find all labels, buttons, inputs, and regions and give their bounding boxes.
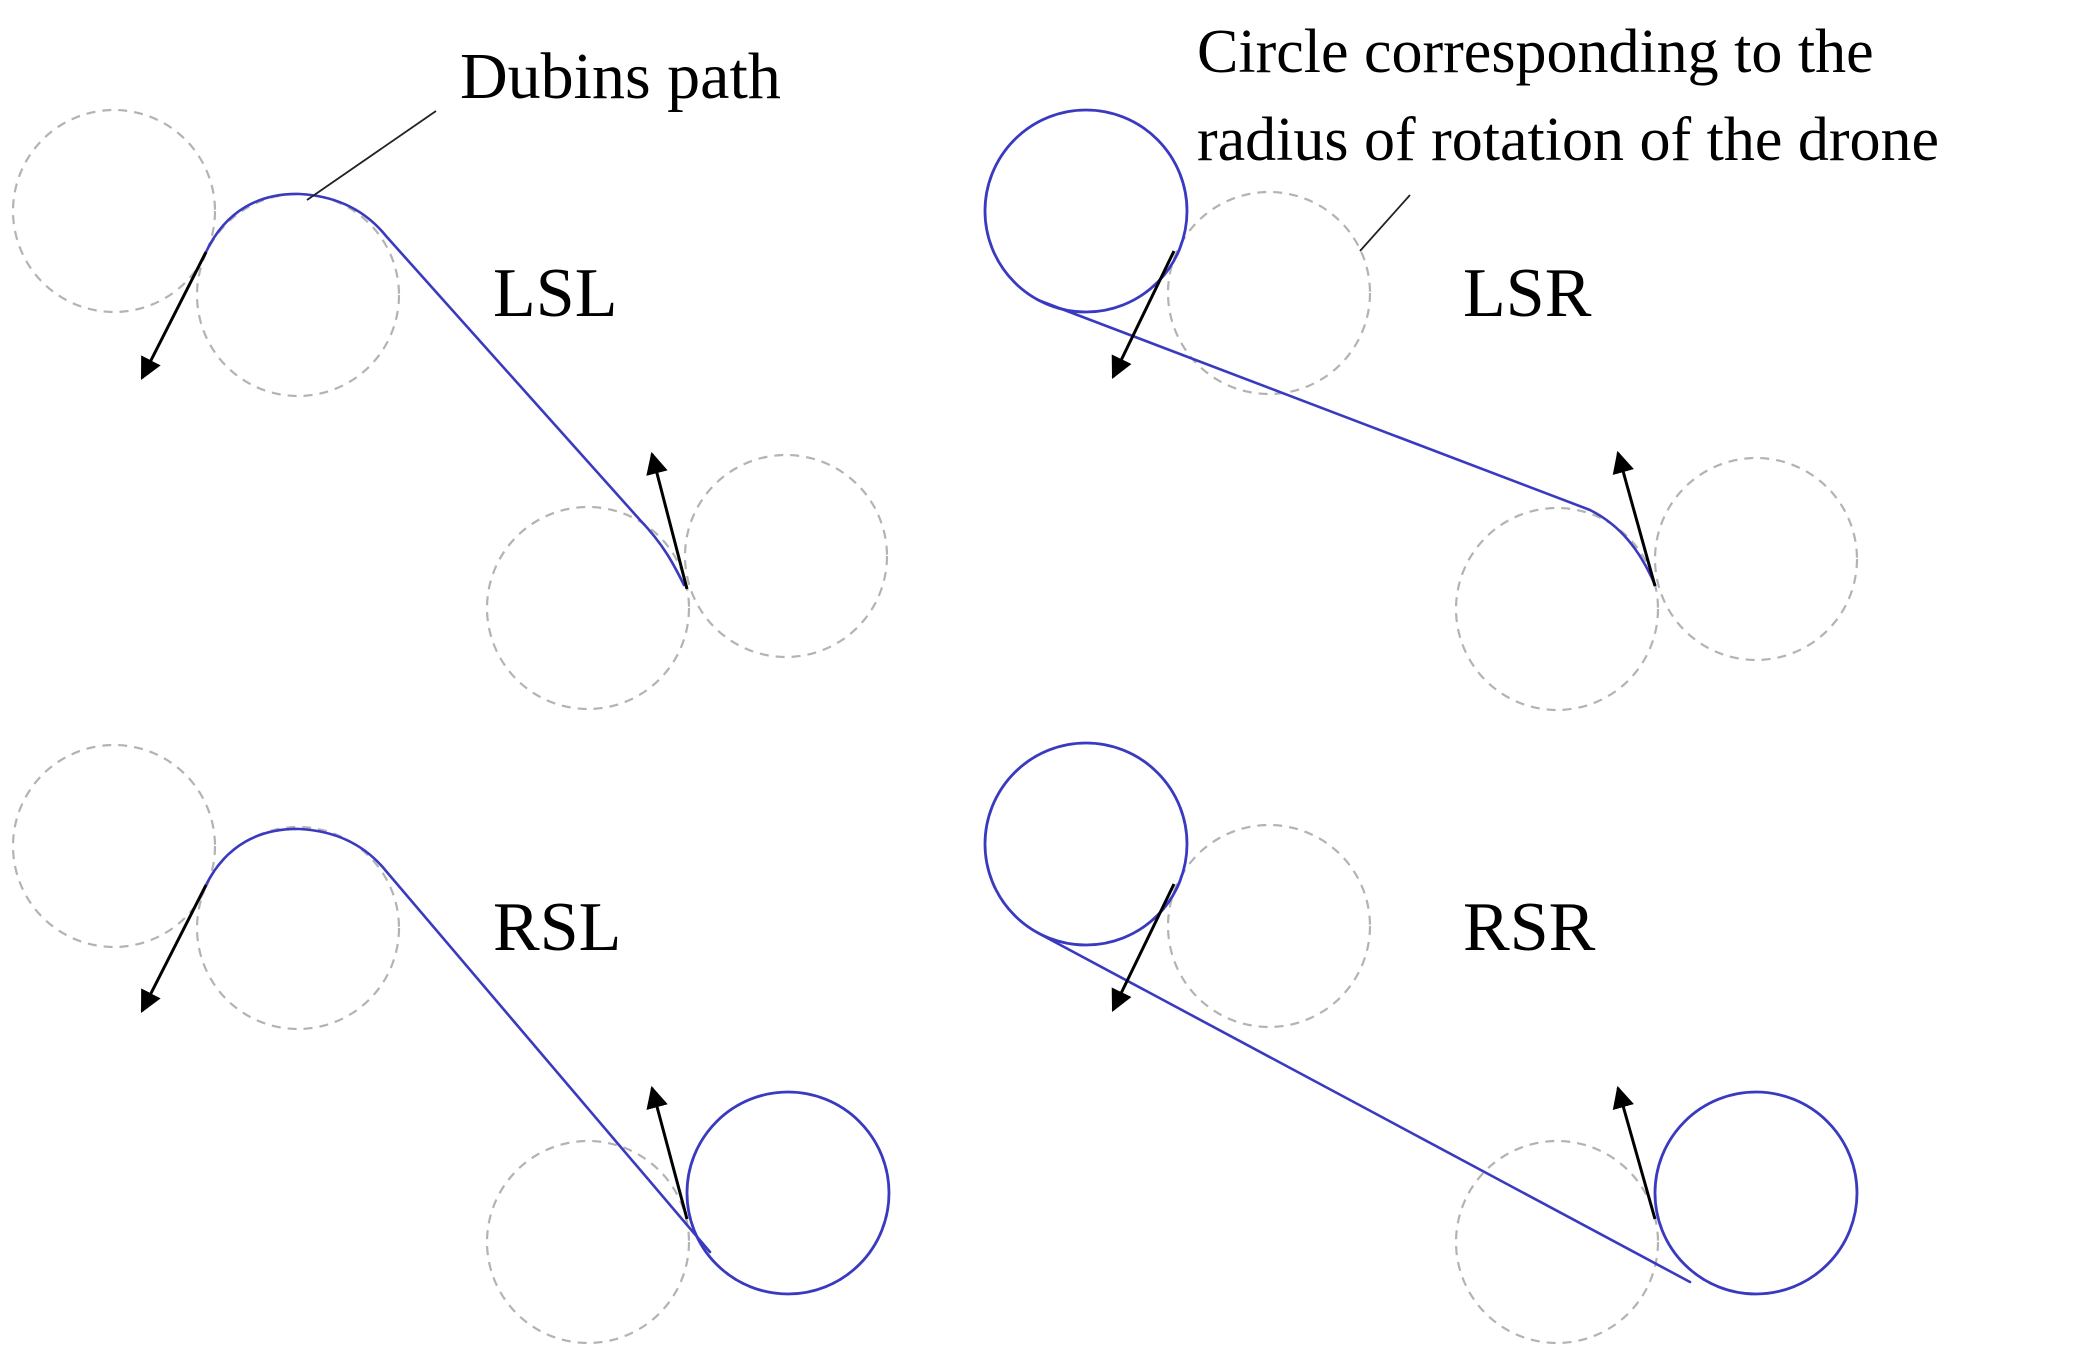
goal-heading-arrow [646,451,689,590]
goal-guide-circle-left [485,505,691,711]
start-guide-circle-right [195,192,401,398]
goal-heading-arrow [646,1085,689,1220]
start-guide-circle-right [1166,190,1372,396]
start-guide-circle-left [11,743,217,949]
circle-annotation-line-2: radius of rotation of the drone [1197,106,1939,174]
dubins-path-straight [1036,298,1657,587]
dubins-path-curve [204,827,712,1254]
start-heading-arrow [140,251,208,380]
panel-rsr: RSR [983,741,1859,1345]
panel-rsl: RSL [11,743,891,1345]
start-heading-arrow [1111,250,1176,379]
dubins-path-annotation: Dubins path [460,40,781,113]
circle-annotation-leader-line [1359,194,1411,252]
circle-annotation-line-1: Circle corresponding to the [1197,18,1874,86]
dubins-path-turn-circle [983,108,1189,314]
dubins-path-start-turn-circle [983,741,1189,947]
dubins-path-goal-turn-circle [1653,1090,1859,1296]
panel-label-lsl: LSL [493,255,617,332]
goal-guide-circle-right [1653,456,1859,662]
goal-guide-circle-left [1454,1139,1660,1345]
panel-label-lsr: LSR [1463,255,1592,332]
panel-label-rsr: RSR [1463,889,1596,966]
goal-heading-arrow [1612,1085,1657,1220]
panel-lsl: Dubins path LSL [11,40,889,711]
start-heading-arrow [1111,883,1176,1012]
goal-guide-circle-right [683,453,889,659]
dubins-path-curve [204,192,686,587]
dubins-path-leader-line [306,110,437,201]
start-guide-circle-right [1166,823,1372,1029]
start-guide-circle-right [195,825,401,1031]
goal-heading-arrow [1612,450,1657,587]
start-heading-arrow [140,884,208,1013]
goal-guide-circle-left [485,1139,691,1345]
start-guide-circle-left [11,108,217,314]
dubins-path-straight [1036,931,1692,1284]
dubins-path-turn-circle [685,1090,891,1296]
panel-label-rsl: RSL [493,889,621,966]
panel-lsr: Circle corresponding to the radius of ro… [983,18,1939,712]
goal-guide-circle-left [1454,506,1660,712]
